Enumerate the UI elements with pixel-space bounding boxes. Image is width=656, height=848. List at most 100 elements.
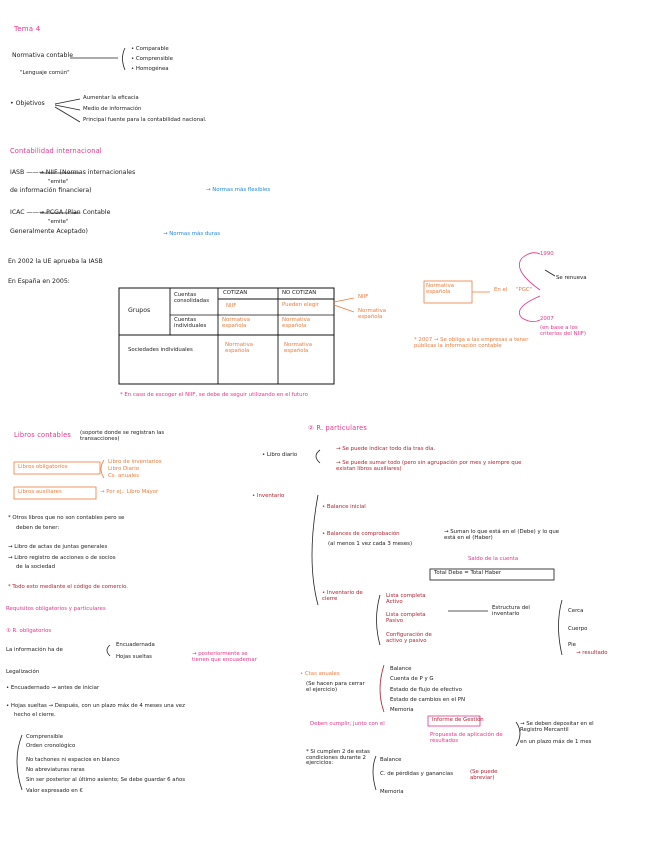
libros-heading-sub: (soporte donde se registran las transacc… [80, 430, 165, 442]
table-row-sociedades: Sociedades individuales [128, 347, 193, 353]
aux-note: → Por ej.: Libro Mayor [100, 489, 159, 495]
page-title: Tema 4 [14, 25, 41, 33]
side-ne: Normativa española [358, 308, 387, 320]
socios-line1: → Libro registro de acciones o de socios [8, 555, 116, 561]
socios-line2: de la sociedad [16, 564, 55, 570]
legalizacion-heading: Legalización [6, 669, 40, 675]
icac-line: ICAC ——→ PCGA (Plan Contable [10, 209, 111, 216]
balance-inicial: • Balance inicial [322, 504, 366, 510]
estructura-inventario: Estructura del inventario [492, 605, 530, 617]
deposito-note: → Se deben depositar en el Registro Merc… [520, 721, 594, 733]
diario-line2: → Se puede sumar todo (pero sin agrupaci… [336, 460, 522, 472]
iasb-emite: "emite" [48, 179, 69, 185]
deben-cumplir: Deben cumplir, junto con el [310, 721, 385, 727]
ctas-note: (Se hacen para cerrar el ejercicio) [306, 681, 365, 693]
estructura-cerca: Cerca [568, 608, 584, 614]
saldo-cuenta: Saldo de la cuenta [468, 556, 519, 562]
legal-line3: hecho el cierre. [14, 712, 56, 718]
ctas-item: Balance [390, 666, 412, 672]
iasb-line2: de información financiera) [10, 187, 92, 194]
objetivo-item: Aumentar la eficacia [83, 95, 139, 101]
cond-item: Balance [380, 757, 402, 763]
req-list-item: Valor expresado en € [26, 788, 83, 794]
propuesta: Propuesta de aplicación de resultados [430, 732, 503, 744]
total-box: Total Debe = Total Haber [434, 570, 502, 576]
pcga-note: → Normas más duras [163, 231, 221, 237]
req-list-item: Sin ser posterior al último asiento; Se … [26, 777, 186, 783]
table-cell-ne: Normativa española [222, 317, 251, 329]
normativa-label: Normativa contable [12, 52, 74, 59]
condiciones-line: * Si cumplen 2 de estas condiciones dura… [306, 749, 370, 767]
legal-line1: • Encuadernado → antes de iniciar [6, 685, 100, 691]
adoption-line1: En 2002 la UE aprueba la IASB [8, 258, 103, 265]
req-list-item: No abreviaturas raras [26, 767, 85, 773]
table-cell-niif: NIIF [226, 303, 237, 309]
note-2007: * 2007 → Se obliga a las empresas a tene… [414, 337, 529, 349]
bc-note: → Suman lo que está en el (Debe) y lo qu… [444, 529, 560, 541]
cond-item: Memoria [380, 789, 404, 795]
se-puede-abreviar: (Se puede abreviar) [470, 769, 498, 781]
year-2007: 2007 [540, 316, 554, 322]
ctas-item: Memoria [390, 707, 414, 713]
table-col-no-cotizan: NO COTIZAN [282, 290, 317, 296]
oblig-item: Libro de inventarios [108, 459, 162, 465]
icac-emite: "emite" [48, 219, 69, 225]
oblig-item: Cs. anuales [108, 473, 140, 479]
niif-note: → Normas más flexibles [206, 187, 271, 193]
inventario-cierre: • Inventario de cierre [322, 590, 363, 602]
hojas-note: → posteriormente se tienen que encuadern… [192, 651, 257, 663]
adoption-line2: En España en 2005: [8, 278, 70, 285]
registro-note: en un plazo máx de 1 mes [520, 739, 592, 745]
objetivo-item: Medio de información [83, 106, 142, 112]
legal-line2: • Hojas sueltas → Después, con un plazo … [6, 703, 185, 709]
niif-criterios-note: (en base a los criterios del NIIF) [540, 325, 587, 337]
configuracion: Configuración de activo y pasivo [386, 632, 432, 644]
obligatorios-heading: ① R. obligatorios [6, 628, 52, 634]
informe-gestion: Informe de Gestión [432, 717, 484, 723]
estructura-cuerpo: Cuerpo [568, 626, 588, 632]
libro-diario: • Libro diario [262, 452, 298, 458]
lista-activo: Lista completa Activo [386, 593, 426, 605]
cond-item: C. de pérdidas y ganancias [380, 771, 454, 777]
en-el: En el [494, 287, 508, 293]
ctas-item: Cuenta de P y G [390, 676, 434, 682]
req-list-item: Orden cronológico [26, 743, 76, 749]
table-cell-ne: Normativa española [225, 342, 254, 354]
side-niif: NIIF [358, 294, 369, 300]
table-cell-elegir: Pueden elegir [282, 302, 320, 308]
info-line: La información ha de [6, 647, 63, 653]
table-cell-ne: Normativa española [284, 342, 313, 354]
otros-line1: * Otros libros que no son contables pero… [8, 515, 125, 521]
balances-comprobacion: • Balances de comprobación [322, 531, 400, 537]
table-row-grupos: Grupos [128, 307, 151, 314]
pgc: "PGC" [516, 287, 533, 293]
contab-int-heading: Contabilidad internacional [10, 147, 102, 155]
actas-line: → Libro de actas de juntas generales [8, 544, 108, 550]
bc-periodo: (al menos 1 vez cada 3 meses) [328, 541, 413, 547]
iasb-line: IASB ——→ NIIF (Normas internacionales [10, 169, 136, 176]
table-col-cotizan: COTIZAN [223, 290, 248, 296]
otros-line2: deben de tener: [16, 525, 60, 531]
adoption-footnote: * En caso de escoger el NIIF, se debe de… [120, 392, 308, 398]
prop-item: • Comparable [131, 46, 169, 52]
table-sub-individuales: Cuentas individuales [174, 317, 207, 329]
lista-pasivo: Lista completa Pasivo [386, 612, 426, 624]
estructura-pie: Pie [568, 642, 576, 648]
requisitos-heading: Requisitos obligatorios y particulares [6, 606, 106, 612]
hojas-sueltas: Hojas sueltas [116, 654, 152, 660]
table-sub-consolidadas: Cuentas consolidadas [174, 292, 210, 304]
prop-item: • Homogénea [131, 66, 169, 72]
table-cell-ne: Normativa española [282, 317, 311, 329]
req-list-item: No tachones ni espacios en blanco [26, 757, 120, 763]
ctas-item: Estado de cambios en el PN [390, 697, 466, 703]
prop-item: • Comprensible [131, 56, 174, 62]
pie-note: → resultado [576, 650, 608, 656]
oblig-item: Libro Diario [108, 466, 139, 472]
year-1990: 1990 [540, 251, 554, 257]
ne-box: Normativa española [426, 283, 455, 295]
diario-line1: → Se puede indicar todo día tras día. [336, 446, 436, 452]
particulares-heading: ② R. particulares [308, 424, 368, 432]
codigo-note: * Todo esto mediante el código de comerc… [8, 584, 129, 590]
libros-auxiliares: Libros auxiliares [18, 489, 62, 495]
